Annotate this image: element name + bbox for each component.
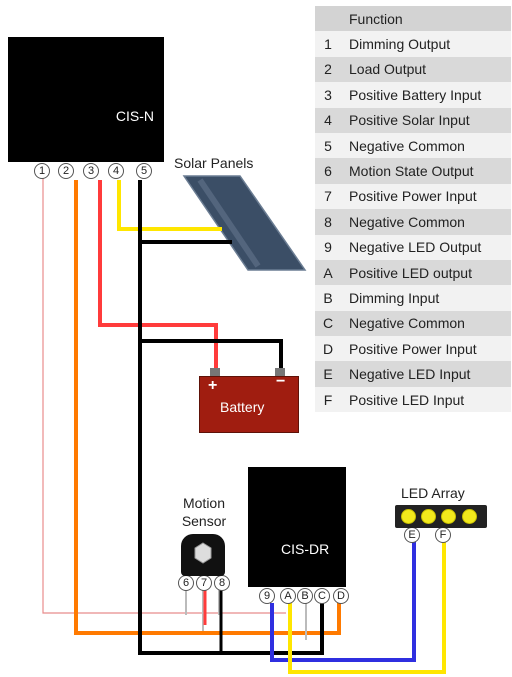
table-cell-code: 8 [315, 209, 341, 235]
pin-7: 7 [196, 575, 212, 591]
table-cell-code: A [315, 259, 341, 286]
table-cell-function: Negative Common [341, 310, 511, 337]
wire-battery-positive [98, 180, 218, 368]
table-cell-function: Dimming Input [341, 285, 511, 311]
table-cell-code: D [315, 336, 341, 362]
battery-negative-terminal [275, 368, 285, 376]
battery: + − Battery [199, 373, 299, 433]
table-cell-code: 1 [315, 31, 341, 57]
battery-label: Battery [220, 399, 265, 415]
pin-2: 2 [58, 163, 74, 179]
pin-e: E [404, 527, 420, 543]
table-cell-function: Load Output [341, 56, 511, 83]
table-cell-function: Negative LED Input [341, 361, 511, 387]
solar-panel-shine [197, 178, 261, 268]
table-cell-function: Positive Power Input [341, 336, 511, 362]
table-cell-function: Motion State Output [341, 158, 511, 184]
cis-n-label: CIS-N [115, 108, 154, 124]
table-cell-function: Positive Battery Input [341, 82, 511, 108]
table-cell-code: C [315, 310, 341, 337]
motion-sensor [181, 534, 225, 576]
table-cell-function: Positive Solar Input [341, 107, 511, 133]
wire-solar-positive [117, 180, 222, 231]
led-2 [421, 509, 436, 524]
pin-b: B [297, 588, 313, 604]
table-header-row: Function [315, 6, 511, 32]
solar-panels-label: Solar Panels [174, 155, 254, 171]
table-cell-code: 3 [315, 82, 341, 108]
pin-f: F [435, 527, 451, 543]
pin-1: 1 [34, 163, 50, 179]
table-cell-code: E [315, 361, 341, 387]
table-cell-code: F [315, 386, 341, 413]
cis-dr-controller: CIS-DR [248, 467, 346, 587]
pin-4: 4 [108, 163, 124, 179]
battery-positive-terminal [210, 368, 220, 376]
pin-c: C [314, 588, 330, 604]
pin-3: 3 [83, 163, 99, 179]
wire-negative-main [138, 341, 324, 655]
table-cell-function: Positive Power Input [341, 183, 511, 210]
solar-panel-shape [182, 175, 307, 271]
pin-d: D [333, 588, 349, 604]
led-3 [441, 509, 456, 524]
battery-plus-sign: + [208, 377, 218, 394]
table-header-function: Function [341, 6, 511, 32]
wire-led-positive [288, 538, 446, 674]
battery-minus-sign: − [276, 373, 286, 390]
pin-a: A [280, 588, 296, 604]
table-cell-code: B [315, 285, 341, 311]
wire-led-negative [270, 538, 416, 662]
table-cell-function: Dimming Output [341, 31, 511, 57]
motion-sensor-label-line2: Sensor [181, 513, 227, 529]
wire-load-2 [205, 603, 341, 635]
pin-5: 5 [136, 163, 152, 179]
led-array [395, 505, 487, 528]
pin-8: 8 [214, 575, 230, 591]
table-cell-function: Positive LED Input [341, 386, 511, 413]
pin-6: 6 [178, 575, 194, 591]
table-cell-code: 7 [315, 183, 341, 210]
led-4 [462, 509, 477, 524]
pin-9: 9 [259, 588, 275, 604]
table-cell-code: 9 [315, 234, 341, 260]
cis-n-controller: CIS-N [8, 37, 164, 162]
table-cell-function: Negative Common [341, 132, 511, 159]
table-cell-code: 5 [315, 132, 341, 159]
wire-load [74, 180, 210, 635]
led-array-label: LED Array [401, 485, 465, 501]
led-1 [401, 509, 416, 524]
table-header-code [315, 6, 341, 32]
wire-negative-battery [138, 242, 283, 368]
table-cell-function: Negative Common [341, 209, 511, 235]
table-cell-function: Positive LED output [341, 259, 511, 286]
motion-sensor-lens [194, 542, 212, 564]
motion-sensor-label-line1: Motion [182, 495, 226, 511]
motion-sensor-label: Motion Sensor [176, 494, 232, 530]
cis-dr-label: CIS-DR [281, 541, 330, 557]
table-cell-code: 6 [315, 158, 341, 184]
table-cell-function: Negative LED Output [341, 234, 511, 260]
table-cell-code: 2 [315, 56, 341, 83]
table-cell-code: 4 [315, 107, 341, 133]
